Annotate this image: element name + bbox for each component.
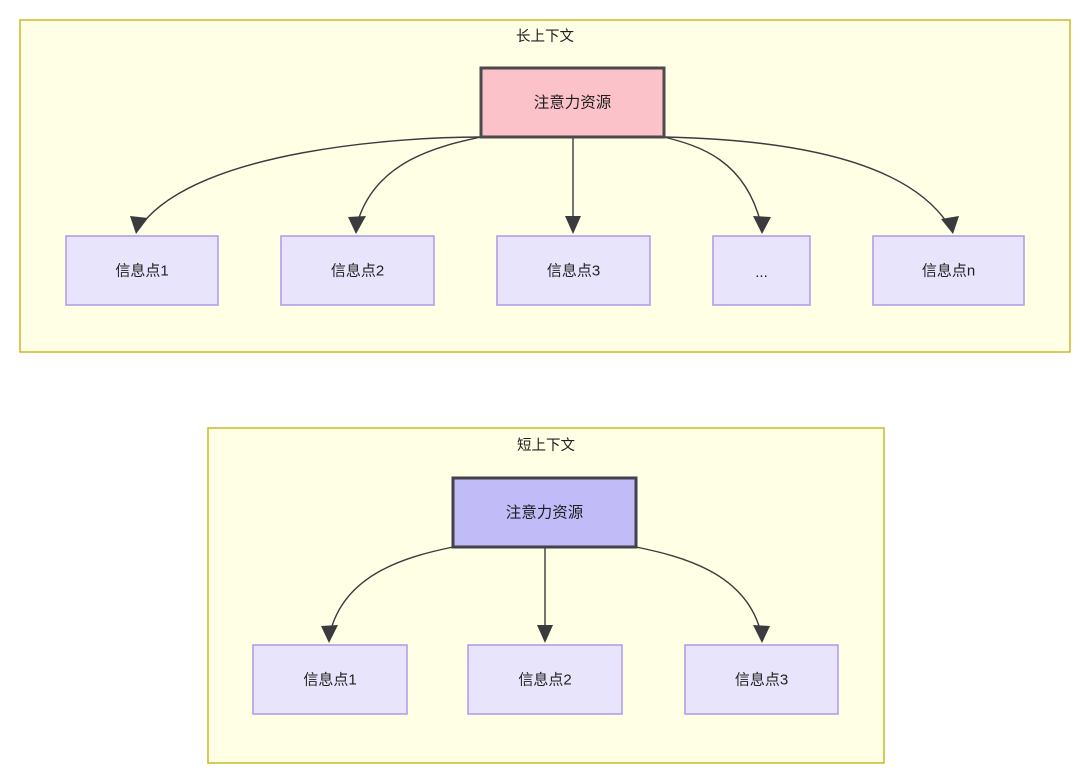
edge-arrowhead-1: [130, 216, 148, 234]
group-short-context: 短上下文 注意力资源 信息点1: [207, 427, 885, 764]
edge-root-to-leaf-2: [356, 136, 482, 225]
edges-short-context: [321, 546, 770, 643]
node-box[interactable]: [712, 235, 811, 306]
edge-arrowhead-1: [321, 625, 338, 643]
edge-root-to-leaf-4: [663, 136, 762, 225]
node-box[interactable]: [467, 644, 623, 715]
node-box[interactable]: [872, 235, 1025, 306]
edge-root-to-leaf-1: [329, 546, 454, 634]
group-long-context: 长上下文 注意: [19, 19, 1071, 353]
node-attention-resource-long[interactable]: 注意力资源: [479, 66, 666, 139]
node-info-point-2-short[interactable]: 信息点2: [467, 644, 623, 715]
node-label: 信息点3: [735, 671, 788, 688]
node-label: ...: [755, 264, 768, 281]
group-title-long-context: 长上下文: [516, 28, 574, 45]
edge-root-to-leaf-5: [663, 136, 949, 225]
node-info-point-n-long[interactable]: 信息点n: [872, 235, 1025, 306]
node-label: 信息点2: [331, 262, 384, 279]
node-box[interactable]: [280, 235, 435, 306]
edge-root-to-leaf-3: [635, 546, 762, 634]
node-label: 信息点n: [922, 262, 975, 279]
node-info-point-1-long[interactable]: 信息点1: [65, 235, 219, 306]
node-attention-resource-short[interactable]: 注意力资源: [451, 476, 638, 549]
edge-arrowhead-5: [941, 216, 959, 234]
edge-arrowhead-3: [565, 216, 581, 234]
node-info-point-2-long[interactable]: 信息点2: [280, 235, 435, 306]
edge-arrowhead-4: [753, 216, 771, 234]
node-label: 信息点1: [115, 262, 168, 279]
node-box[interactable]: [252, 644, 408, 715]
node-label: 信息点3: [547, 262, 600, 279]
node-info-point-3-long[interactable]: 信息点3: [496, 235, 651, 306]
node-label: 信息点2: [518, 671, 571, 688]
node-label: 注意力资源: [506, 503, 584, 522]
edge-arrowhead-3: [753, 625, 770, 643]
node-info-point-ellipsis-long[interactable]: ...: [712, 235, 811, 306]
node-box[interactable]: [684, 644, 839, 715]
node-box[interactable]: [496, 235, 651, 306]
node-info-point-1-short[interactable]: 信息点1: [252, 644, 408, 715]
node-label: 注意力资源: [534, 93, 612, 112]
node-label: 信息点1: [303, 671, 356, 688]
edge-arrowhead-2: [537, 625, 553, 643]
node-box[interactable]: [479, 66, 666, 139]
node-info-point-3-short[interactable]: 信息点3: [684, 644, 839, 715]
group-title-short-context: 短上下文: [517, 437, 575, 454]
edge-arrowhead-2: [348, 216, 366, 234]
edges-long-context: [130, 136, 959, 234]
node-box[interactable]: [65, 235, 219, 306]
node-box[interactable]: [451, 476, 638, 549]
edge-root-to-leaf-1: [141, 136, 482, 225]
